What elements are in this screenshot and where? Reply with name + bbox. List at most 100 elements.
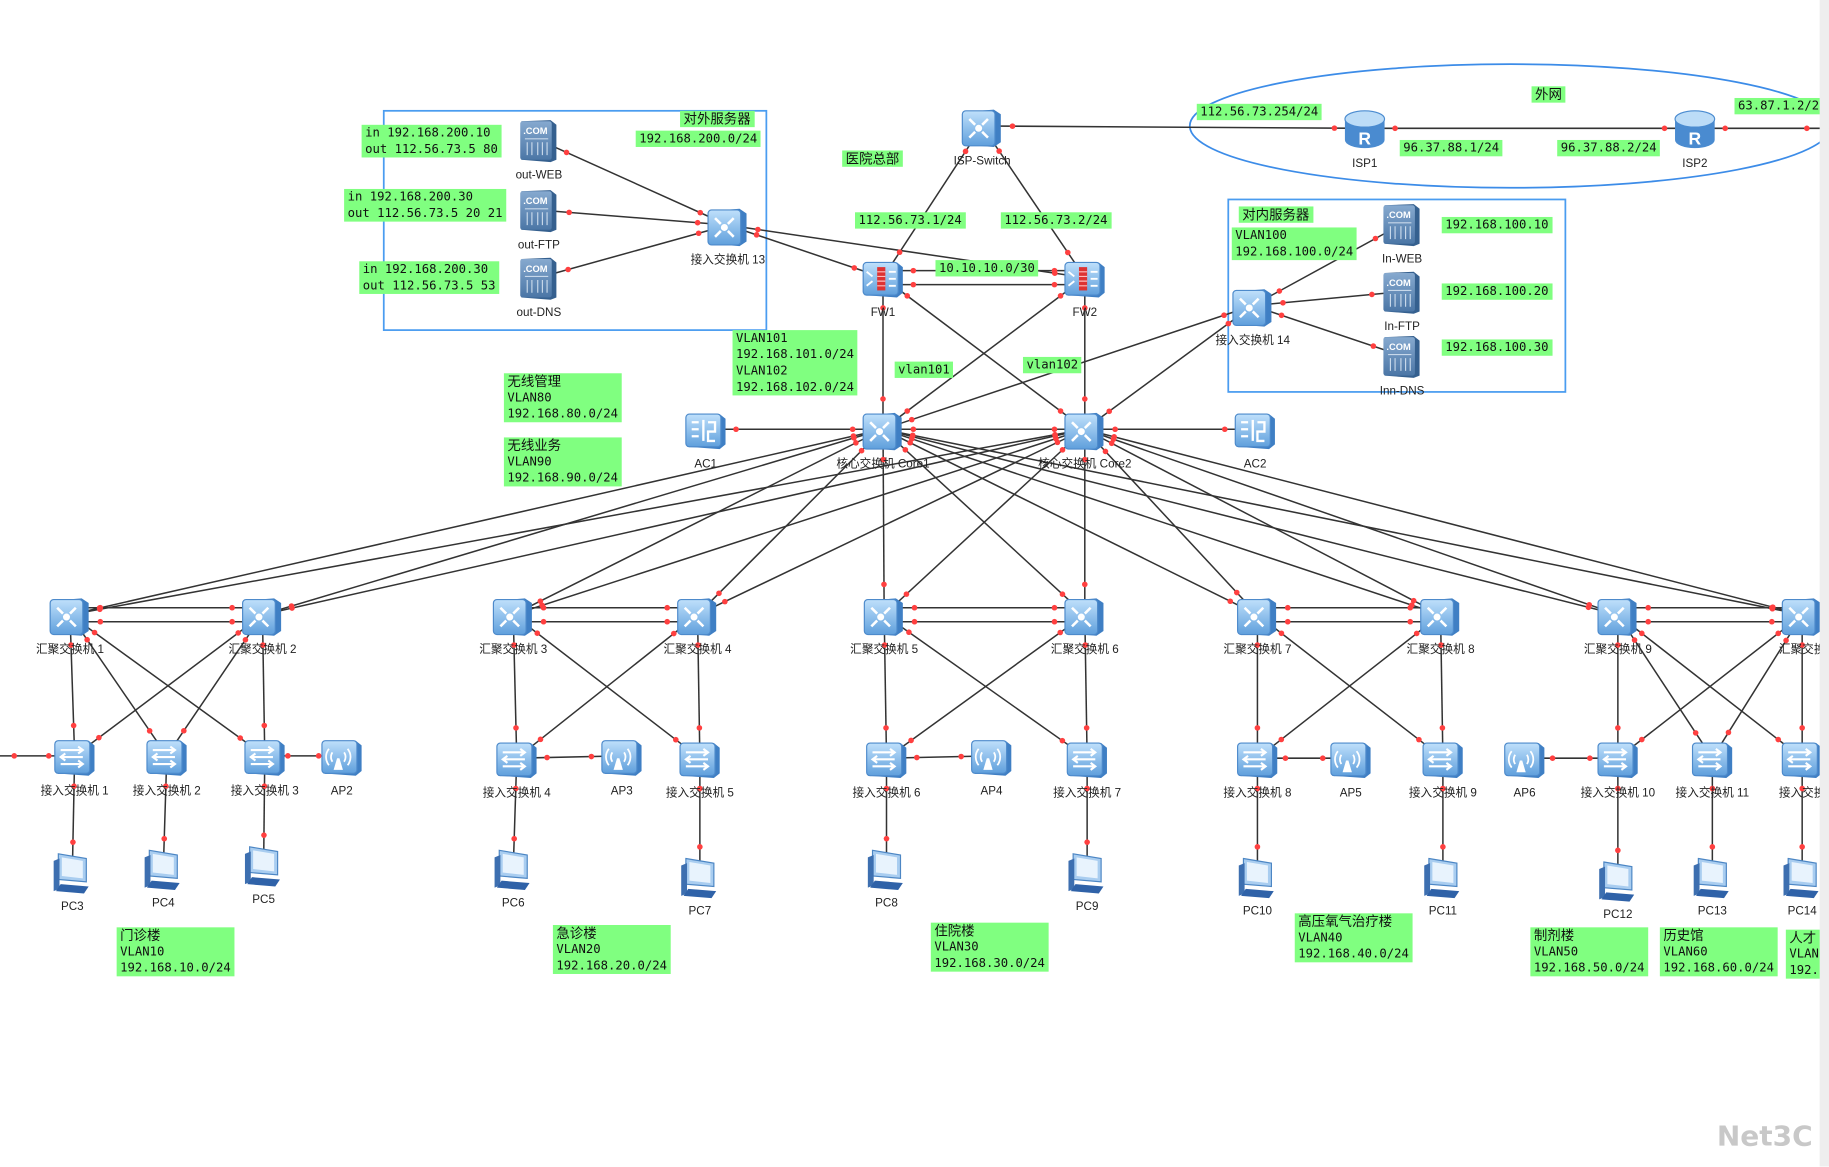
device-ap5[interactable]: AP5 — [1330, 742, 1372, 800]
pc-icon[interactable] — [1238, 857, 1275, 899]
device-ap3[interactable]: AP3 — [601, 739, 643, 798]
link-core2-agg5[interactable] — [883, 428, 1086, 616]
switch-l2-icon[interactable] — [1781, 741, 1824, 780]
link-agg1-acc2[interactable] — [69, 614, 168, 757]
link-sw14-indns[interactable] — [1252, 304, 1403, 357]
link-fw2-core1[interactable] — [882, 277, 1086, 430]
device-sw14[interactable]: 接入交换机 14 — [1216, 287, 1291, 347]
ac-icon[interactable] — [684, 412, 727, 451]
device-pc8[interactable]: PC8 — [867, 849, 904, 909]
device-acc5[interactable]: 接入交换机 5 — [666, 741, 734, 800]
device-acc8[interactable]: 接入交换机 8 — [1223, 741, 1291, 800]
link-core2-agg1[interactable] — [69, 428, 1085, 616]
device-pc5[interactable]: PC5 — [244, 846, 281, 906]
link-agg8-acc8[interactable] — [1256, 614, 1442, 759]
device-ispsw[interactable]: ISP-Switch — [954, 108, 1011, 168]
switch-l3-icon[interactable] — [863, 597, 905, 637]
device-outdns[interactable]: out-DNS — [517, 257, 562, 319]
link-core1-agg3[interactable] — [512, 428, 884, 616]
link-agg10-acc11[interactable] — [1711, 614, 1803, 759]
switch-l2-icon[interactable] — [1422, 741, 1464, 780]
switch-l2-icon[interactable] — [53, 739, 96, 777]
device-fw2[interactable]: FW2 — [1064, 261, 1106, 319]
switch-l2-icon[interactable] — [865, 741, 908, 780]
switch-l3-icon[interactable] — [48, 597, 90, 637]
link-acc2-pc4[interactable] — [162, 755, 168, 870]
switch-l3-icon[interactable] — [676, 597, 718, 637]
switch-l3-icon[interactable] — [1596, 597, 1638, 637]
device-agg5[interactable]: 汇聚交换机 5 — [850, 597, 918, 656]
device-agg4[interactable]: 汇聚交换机 4 — [664, 597, 733, 656]
pc-icon[interactable] — [1598, 861, 1635, 903]
link-agg4-acc5[interactable] — [696, 614, 701, 759]
ap-icon[interactable] — [1330, 742, 1372, 779]
device-ac1[interactable]: AC1 — [684, 412, 727, 471]
device-pc13[interactable]: PC13 — [1693, 857, 1730, 918]
switch-l3-icon[interactable] — [492, 597, 534, 637]
link-agg1-acc1[interactable] — [69, 614, 76, 756]
link-agg10-acc10[interactable] — [1617, 614, 1803, 759]
device-pc4[interactable]: PC4 — [144, 849, 181, 909]
device-isp1[interactable]: ISP1 — [1344, 110, 1386, 170]
link-core2-agg8[interactable] — [1084, 428, 1441, 616]
ac-icon[interactable] — [1234, 412, 1277, 451]
device-agg8[interactable]: 汇聚交换机 8 — [1407, 597, 1475, 656]
link-ispsw-fw2[interactable] — [981, 125, 1086, 279]
pc-icon[interactable] — [1693, 857, 1730, 899]
link-ispsw-isp1[interactable] — [982, 125, 1365, 130]
pc-icon[interactable] — [53, 853, 90, 895]
device-acc12[interactable]: 接入交换 — [1779, 741, 1826, 800]
link-core1-agg10[interactable] — [882, 428, 1803, 616]
switch-l2-icon[interactable] — [1236, 741, 1279, 780]
pc-icon[interactable] — [493, 849, 531, 891]
switch-l3-icon[interactable] — [961, 108, 1003, 149]
device-sw13[interactable]: 接入交换机 13 — [691, 207, 766, 267]
device-pc10[interactable]: PC10 — [1238, 857, 1275, 918]
switch-l3-icon[interactable] — [1419, 597, 1461, 637]
link-sw14-core2[interactable] — [1084, 304, 1254, 430]
link-agg2-acc3[interactable] — [261, 614, 266, 756]
pc-icon[interactable] — [244, 846, 281, 888]
device-acc10[interactable]: 接入交换机 10 — [1581, 741, 1656, 800]
switch-l2-icon[interactable] — [145, 739, 188, 777]
link-agg3-acc4[interactable] — [512, 614, 518, 759]
device-agg2[interactable]: 汇聚交换机 2 — [228, 597, 296, 656]
link-agg6-acc7[interactable] — [1084, 614, 1088, 759]
link-core1-agg1[interactable] — [69, 428, 884, 616]
device-agg7[interactable]: 汇聚交换机 7 — [1223, 597, 1291, 656]
device-pc3[interactable]: PC3 — [53, 853, 90, 913]
device-outweb[interactable]: out-WEB — [516, 119, 563, 181]
device-agg9[interactable]: 汇聚交换机 9 — [1584, 597, 1652, 656]
server-icon[interactable] — [519, 119, 557, 163]
pc-icon[interactable] — [1067, 853, 1105, 895]
link-sw13-fw1[interactable] — [727, 224, 884, 279]
device-core2[interactable]: 核心交换机 Core2 — [1038, 411, 1131, 471]
device-indns[interactable]: Inn-DNS — [1380, 335, 1425, 397]
switch-l2-icon[interactable] — [1596, 741, 1639, 780]
device-acc11[interactable]: 接入交换机 11 — [1676, 741, 1750, 800]
device-agg3[interactable]: 汇聚交换机 3 — [479, 597, 547, 656]
link-core2-agg9[interactable] — [1084, 428, 1619, 616]
link-core2-agg7[interactable] — [1084, 428, 1258, 616]
pc-icon[interactable] — [867, 849, 904, 891]
server-icon[interactable] — [1382, 271, 1421, 315]
server-icon[interactable] — [1382, 203, 1421, 247]
device-acc7[interactable]: 接入交换机 7 — [1053, 741, 1121, 800]
device-pc7[interactable]: PC7 — [680, 857, 717, 918]
link-core2-agg4[interactable] — [697, 428, 1086, 616]
device-acc6[interactable]: 接入交换机 6 — [852, 741, 921, 800]
link-agg5-acc6[interactable] — [883, 614, 888, 759]
device-acc9[interactable]: 接入交换机 9 — [1409, 741, 1477, 800]
ap-icon[interactable] — [601, 739, 643, 777]
link-core1-agg9[interactable] — [882, 428, 1619, 616]
server-icon[interactable] — [519, 257, 557, 301]
ap-icon[interactable] — [970, 739, 1013, 777]
device-pc6[interactable]: PC6 — [493, 849, 531, 909]
server-icon[interactable] — [519, 189, 557, 233]
pc-icon[interactable] — [1782, 857, 1820, 899]
device-acc4[interactable]: 接入交换机 4 — [483, 741, 552, 800]
device-ap2[interactable]: AP2 — [321, 739, 363, 798]
device-inweb[interactable]: In-WEB — [1382, 203, 1422, 265]
link-agg4-acc4[interactable] — [516, 614, 699, 759]
